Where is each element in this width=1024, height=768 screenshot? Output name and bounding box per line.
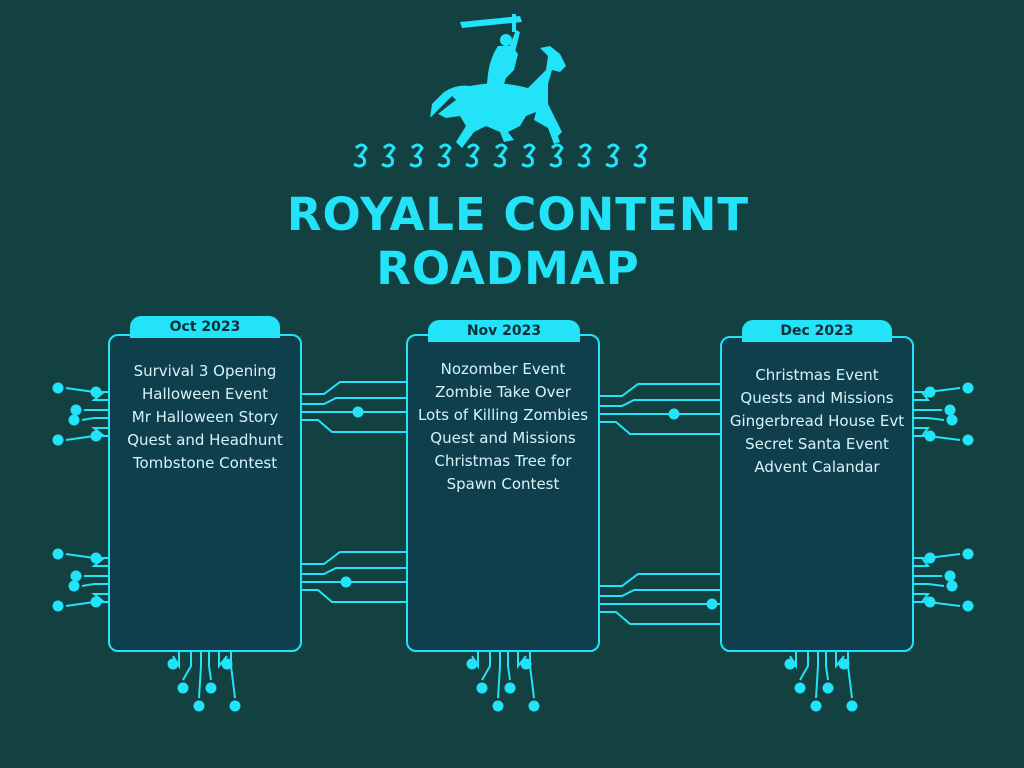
list-item: Survival 3 Opening [133,362,277,380]
dec-item-list: Christmas Event Quests and Missions Ging… [722,364,912,479]
list-item: Zombie Take Over [435,383,571,401]
list-item: Christmas Tree for [434,452,572,470]
month-tab-oct: Oct 2023 [130,316,280,338]
chain-decoration [353,143,648,168]
list-item: Advent Calandar [754,458,880,476]
list-item: Quest and Missions [430,429,576,447]
list-item: Spawn Contest [446,475,560,493]
list-item: Quest and Headhunt [127,431,283,449]
list-item: Lots of Killing Zombies [417,406,589,424]
list-item: Christmas Event [755,366,879,384]
list-item: Halloween Event [142,385,268,403]
month-card-oct: Survival 3 Opening Halloween Event Mr Ha… [108,334,302,652]
list-item: Tombstone Contest [132,454,278,472]
page-title-line1: ROYALE CONTENT [286,188,750,241]
month-tab-nov: Nov 2023 [428,320,580,342]
list-item: Nozomber Event [440,360,566,378]
nov-item-list: Nozomber Event Zombie Take Over Lots of … [408,358,598,496]
month-tab-dec: Dec 2023 [742,320,892,342]
month-card-dec: Christmas Event Quests and Missions Ging… [720,336,914,652]
list-item: Secret Santa Event [745,435,889,453]
list-item: Quests and Missions [740,389,894,407]
knight-on-horse-icon [430,14,566,148]
page-title-line2: ROADMAP [376,242,640,295]
list-item: Mr Halloween Story [131,408,279,426]
month-card-nov: Nozomber Event Zombie Take Over Lots of … [406,334,600,652]
list-item: Gingerbread House Evt [729,412,905,430]
oct-item-list: Survival 3 Opening Halloween Event Mr Ha… [110,360,300,475]
